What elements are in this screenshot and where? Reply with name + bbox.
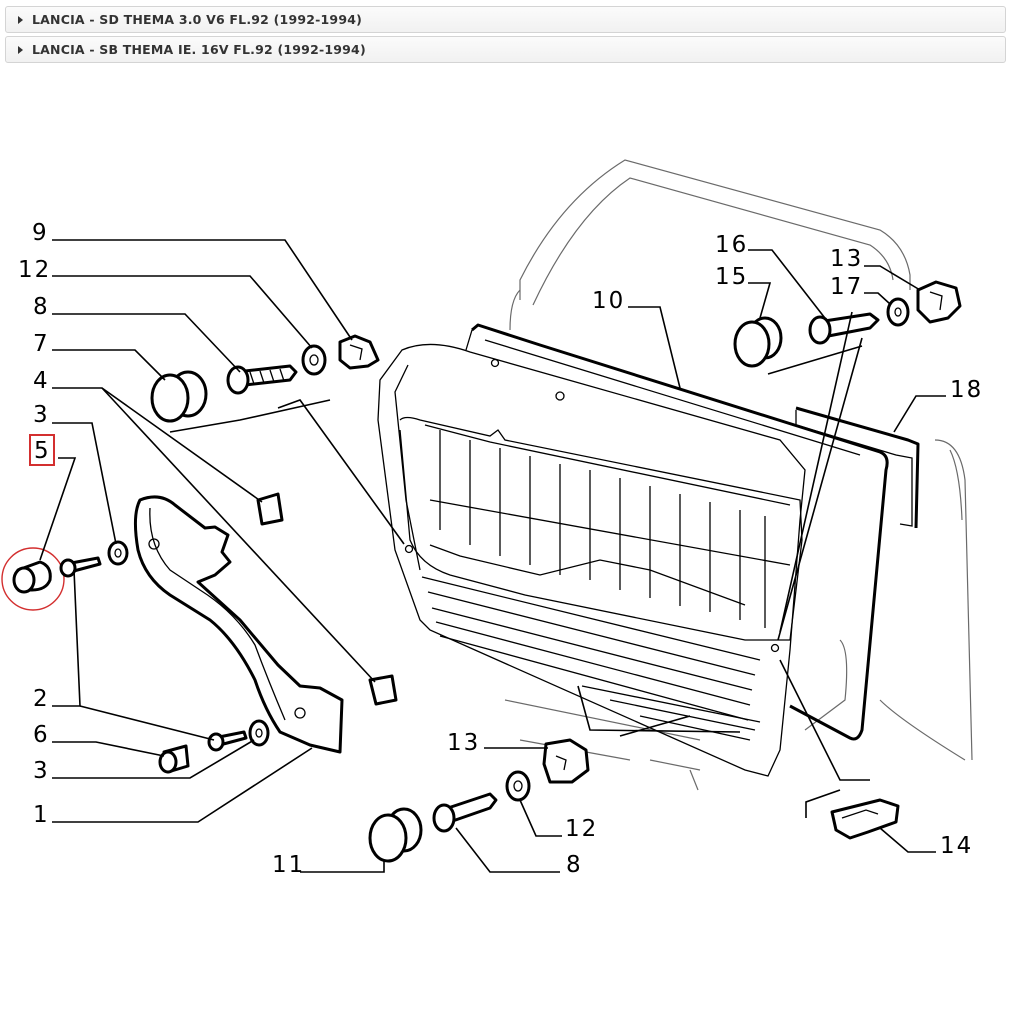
callout-18: 18 bbox=[950, 377, 983, 403]
caret-right-icon bbox=[18, 45, 23, 54]
clip-nut-part-13-upper bbox=[916, 280, 962, 324]
callout-11: 11 bbox=[272, 852, 305, 878]
callout-4: 4 bbox=[33, 368, 50, 394]
callout-5: 5 bbox=[34, 438, 51, 464]
callout-10: 10 bbox=[592, 288, 625, 314]
callout-labels: 9 12 8 7 4 3 5 2 6 3 1 16 15 13 17 10 18… bbox=[18, 220, 983, 878]
clip-part-14 bbox=[830, 798, 900, 840]
screw-part-16 bbox=[808, 312, 880, 345]
callout-1: 1 bbox=[33, 802, 50, 828]
clip-nut-part-9 bbox=[338, 334, 380, 370]
screw-part-2-upper bbox=[59, 556, 102, 578]
plug-part-11 bbox=[368, 807, 423, 863]
callout-9: 9 bbox=[32, 220, 49, 246]
washer-part-3 bbox=[107, 540, 129, 566]
clip-nut-part-13-lower bbox=[542, 738, 590, 784]
armrest-handle bbox=[133, 495, 344, 754]
plug-part-15 bbox=[733, 316, 783, 368]
cap-part-5 bbox=[1, 547, 65, 611]
callout-14: 14 bbox=[940, 833, 973, 859]
caret-right-icon bbox=[18, 15, 23, 24]
accordion-label: LANCIA - SB THEMA IE. 16V FL.92 (1992-19… bbox=[32, 42, 366, 57]
part-5-highlight-circle bbox=[1, 547, 65, 611]
screw-part-8 bbox=[226, 364, 298, 395]
cap-part-6 bbox=[158, 744, 190, 774]
screw-part-2-lower bbox=[207, 730, 248, 752]
callout-13-upper: 13 bbox=[830, 246, 863, 272]
door-trim-panel bbox=[377, 343, 806, 777]
callout-7: 7 bbox=[33, 331, 50, 357]
callout-8-lower: 8 bbox=[566, 852, 583, 878]
washer-part-17 bbox=[886, 297, 910, 327]
washer-part-12-lower bbox=[505, 770, 531, 802]
washer-part-12 bbox=[301, 344, 327, 376]
callout-12-lower: 12 bbox=[565, 816, 598, 842]
window-seal-strip bbox=[465, 323, 920, 741]
part-5-highlight-box bbox=[29, 434, 55, 466]
callout-2: 2 bbox=[33, 686, 50, 712]
callout-3: 3 bbox=[33, 402, 50, 428]
screw-part-8-lower bbox=[432, 792, 498, 833]
callout-12: 12 bbox=[18, 257, 51, 283]
callout-15: 15 bbox=[715, 264, 748, 290]
clip-part-4 bbox=[256, 492, 398, 706]
callout-13-lower: 13 bbox=[447, 730, 480, 756]
accordion-label: LANCIA - SD THEMA 3.0 V6 FL.92 (1992-199… bbox=[32, 12, 363, 27]
plug-cap-part-7 bbox=[150, 370, 208, 423]
callout-8: 8 bbox=[33, 294, 50, 320]
callout-6: 6 bbox=[33, 722, 50, 748]
callout-17: 17 bbox=[830, 274, 863, 300]
accordion-header-sb-thema-16v[interactable]: LANCIA - SB THEMA IE. 16V FL.92 (1992-19… bbox=[5, 36, 1006, 63]
callout-16: 16 bbox=[715, 232, 748, 258]
washer-part-3-lower bbox=[248, 719, 270, 747]
leader-lines bbox=[39, 239, 946, 873]
accordion-header-sd-thema-v6[interactable]: LANCIA - SD THEMA 3.0 V6 FL.92 (1992-199… bbox=[5, 6, 1006, 33]
door-frame-outline bbox=[504, 159, 973, 791]
callout-3-lower: 3 bbox=[33, 758, 50, 784]
